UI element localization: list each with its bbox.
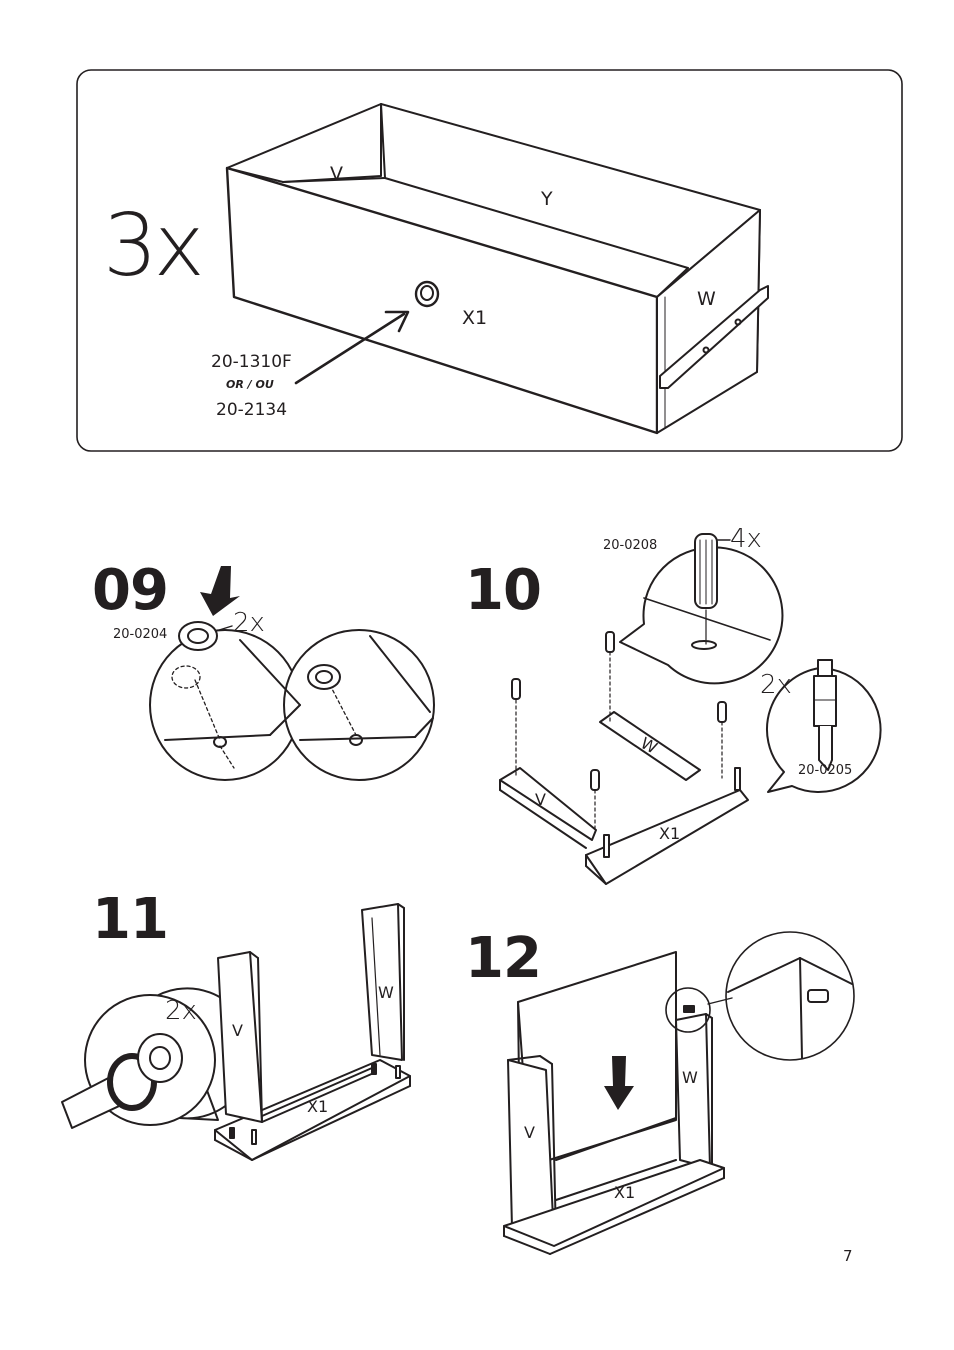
top-quantity: 3x: [103, 196, 205, 296]
or-label: OR / OU: [226, 378, 274, 391]
step09-illustration: [149, 566, 435, 781]
step10-label-v: V: [535, 790, 546, 809]
step11-quantity: 2x: [165, 996, 197, 1026]
step10-dowel-qty: 4x: [730, 524, 762, 554]
part-label-w: W: [697, 288, 716, 310]
step10-illustration: [499, 533, 882, 885]
step11-label-x1: X1: [307, 1097, 329, 1116]
part-label-y: Y: [541, 188, 553, 210]
step09-part-code: 20-0204: [113, 627, 168, 642]
knob-code-b: 20-2134: [216, 400, 288, 420]
step11-label-w: W: [378, 983, 394, 1002]
step-number-10: 10: [465, 558, 542, 623]
step12-illustration: [503, 931, 855, 1255]
step11-illustration: [61, 903, 411, 1161]
drawer-illustration: [225, 103, 769, 435]
step12-label-x1: X1: [614, 1183, 636, 1202]
top-panel-frame: [76, 69, 903, 452]
knob-code-a: 20-1310F: [211, 352, 292, 372]
step-number-11: 11: [92, 887, 169, 952]
step10-label-x1: X1: [659, 824, 681, 843]
part-label-x1: X1: [462, 307, 488, 329]
step12-label-w: W: [682, 1068, 698, 1087]
step10-cam-code: 20-0205: [798, 763, 853, 778]
step09-quantity: 2x: [233, 608, 265, 638]
step12-label-v: V: [524, 1123, 535, 1142]
step11-label-v: V: [232, 1021, 243, 1040]
step10-dowel-code: 20-0208: [603, 538, 658, 553]
step-number-09: 09: [92, 558, 169, 623]
step10-cam-qty: 2x: [760, 670, 792, 700]
part-label-v: V: [330, 163, 343, 185]
step-number-12: 12: [465, 926, 542, 991]
page-number: 7: [843, 1247, 853, 1265]
